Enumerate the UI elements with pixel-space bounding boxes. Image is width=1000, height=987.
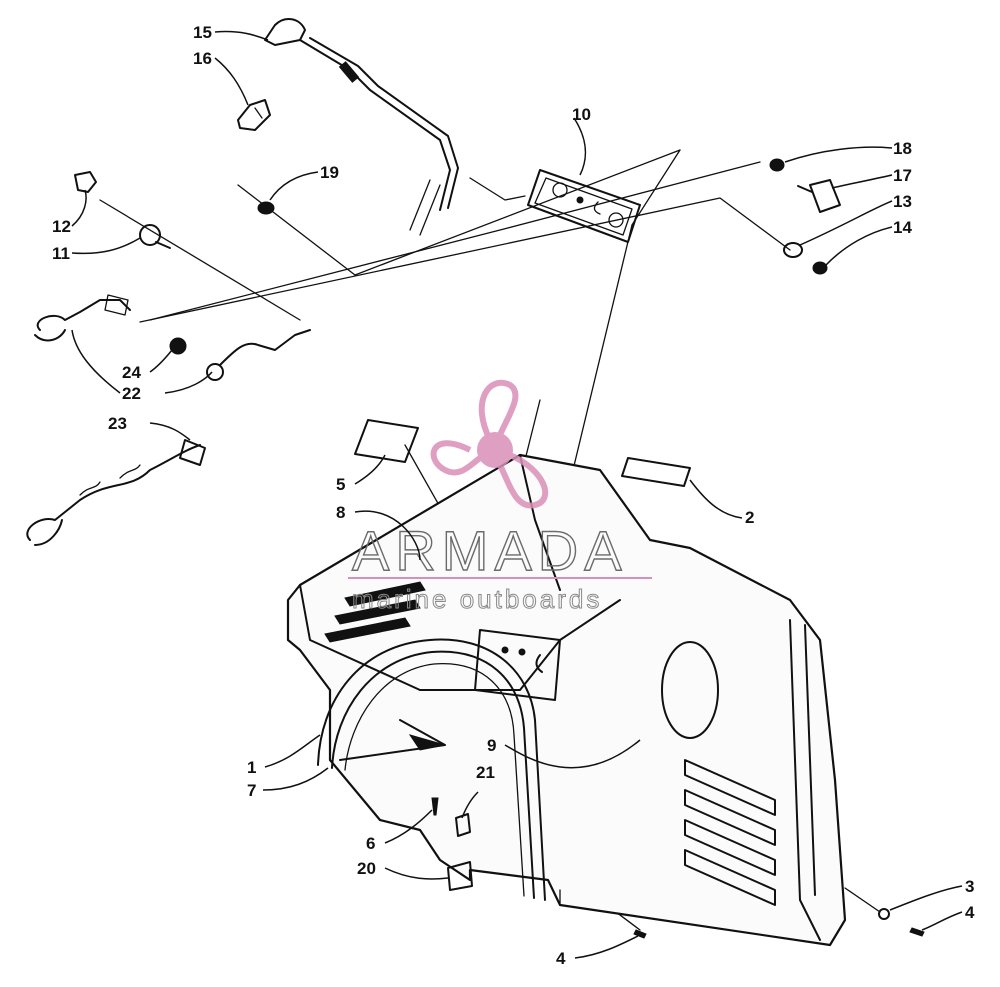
watermark-tagline: marine outboards xyxy=(352,584,602,614)
callout-14: 14 xyxy=(893,218,912,237)
knob-12 xyxy=(74,171,97,193)
callout-1: 1 xyxy=(247,758,256,777)
grommet-19 xyxy=(257,201,275,215)
washer-18 xyxy=(769,158,785,172)
bracket-16 xyxy=(237,99,271,131)
callout-labels: 1 2 3 4 4 5 6 7 8 9 10 11 12 13 14 15 16… xyxy=(52,23,975,968)
callout-13: 13 xyxy=(893,192,912,211)
wire-harness-22 xyxy=(34,294,311,381)
callout-4-front: 4 xyxy=(556,949,566,968)
callout-15: 15 xyxy=(193,23,212,42)
callout-9: 9 xyxy=(487,736,496,755)
armada-logo xyxy=(430,380,549,509)
nut-14 xyxy=(812,261,828,275)
callout-6: 6 xyxy=(366,834,375,853)
decal-2 xyxy=(621,457,691,487)
screw-4-front xyxy=(633,929,647,939)
screw-4-side xyxy=(909,927,925,937)
callout-17: 17 xyxy=(893,166,912,185)
callout-21: 21 xyxy=(476,763,495,782)
assembly-guide-lines xyxy=(99,149,881,931)
callout-10: 10 xyxy=(572,105,591,124)
callout-12: 12 xyxy=(52,217,71,236)
switch-11 xyxy=(139,224,171,249)
callout-19: 19 xyxy=(320,163,339,182)
watermark-brand: ARMADA xyxy=(352,519,628,582)
latch-21 xyxy=(455,813,471,837)
callout-8: 8 xyxy=(336,503,345,522)
washer-13 xyxy=(783,242,803,258)
callout-20: 20 xyxy=(357,859,376,878)
switch-17 xyxy=(797,179,841,213)
callout-4-side: 4 xyxy=(965,903,975,922)
instrument-panel-10 xyxy=(527,169,641,243)
callout-24: 24 xyxy=(122,363,141,382)
decal-5 xyxy=(354,419,419,463)
bracket-20 xyxy=(447,861,473,891)
callout-2: 2 xyxy=(745,508,754,527)
grommet-24 xyxy=(169,337,187,355)
callout-18: 18 xyxy=(893,139,912,158)
callout-23: 23 xyxy=(108,414,127,433)
callout-7: 7 xyxy=(247,781,256,800)
callout-5: 5 xyxy=(336,475,345,494)
throttle-cable-15 xyxy=(264,18,459,236)
callout-22: 22 xyxy=(122,384,141,403)
callout-11: 11 xyxy=(52,244,70,263)
callout-16: 16 xyxy=(193,49,212,68)
washer-3 xyxy=(878,908,890,920)
wire-harness-23 xyxy=(26,439,206,546)
screw-6 xyxy=(431,797,439,816)
leader-lines xyxy=(71,30,963,959)
callout-3: 3 xyxy=(965,877,974,896)
